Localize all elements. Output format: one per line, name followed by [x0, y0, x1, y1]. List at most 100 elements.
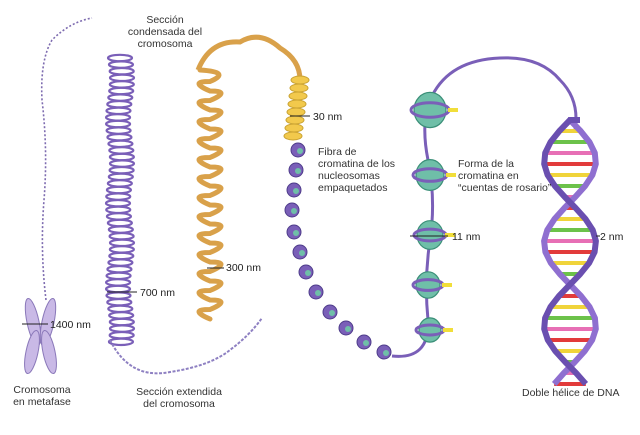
- condensed-loop: [105, 291, 132, 300]
- chromatin-fiber: [283, 75, 392, 360]
- condensed-loop: [105, 271, 132, 281]
- label-double-helix: Doble hélice de DNA: [522, 387, 620, 399]
- measure-11nm: 11 nm: [452, 231, 481, 243]
- fiber-yellow-segment: [287, 99, 307, 109]
- measure-300nm: 300 nm: [226, 262, 262, 274]
- connecting-strand: [109, 317, 263, 375]
- label-chromatin-fiber: Fibra de cromatina de los nucleosomas em…: [318, 146, 396, 194]
- fiber-core: [305, 270, 311, 276]
- condensed-loop: [108, 330, 135, 340]
- nucleosome-bead: [413, 91, 447, 129]
- condensed-loop: [108, 251, 135, 261]
- fiber-core: [293, 230, 299, 236]
- helix-strand-a: [541, 117, 599, 386]
- condensed-loop: [107, 258, 134, 267]
- condensed-loop: [108, 159, 136, 168]
- condensed-loop: [104, 278, 132, 287]
- dna-double-helix: [541, 117, 600, 386]
- nucleosome-bead: [415, 159, 445, 192]
- fiber-yellow-segment: [284, 123, 304, 133]
- condensed-loop: [108, 152, 135, 162]
- condensed-loop: [104, 284, 132, 294]
- condensed-loop: [104, 119, 132, 129]
- condensed-loop: [106, 53, 134, 63]
- condensed-loop: [108, 231, 135, 241]
- condensed-loop: [108, 80, 135, 89]
- condensed-loop: [106, 297, 133, 307]
- fiber-yellow-segment: [290, 75, 310, 85]
- condensed-loop: [108, 146, 135, 155]
- fiber-core: [291, 208, 297, 214]
- condensed-loop: [105, 185, 133, 195]
- condensed-loop: [106, 132, 133, 142]
- chromatid-right-bottom: [41, 329, 57, 375]
- condensed-loop: [108, 245, 135, 254]
- histone-tail: [448, 108, 458, 112]
- condensed-loop: [104, 198, 132, 208]
- condensed-loop: [106, 218, 133, 228]
- label-extended-section: Sección extendida del cromosoma: [136, 386, 222, 410]
- condensed-loop: [105, 126, 132, 135]
- fiber-core: [363, 340, 369, 346]
- fiber-core: [297, 148, 303, 154]
- fiber-core: [329, 310, 335, 316]
- condensed-loop: [106, 179, 133, 188]
- condensed-loop: [104, 113, 132, 122]
- condensed-loop: [105, 106, 132, 116]
- condensed-loop: [106, 264, 133, 274]
- condensed-loop: [108, 66, 135, 76]
- condensed-loop: [106, 99, 133, 109]
- fiber-core: [383, 350, 389, 356]
- condensed-loop: [105, 212, 133, 221]
- condensed-loop: [108, 165, 135, 175]
- fiber-yellow-segment: [289, 83, 309, 93]
- label-metaphase-chromosome: Cromosoma en metafase: [13, 384, 71, 408]
- extended-loop-path: [196, 67, 224, 322]
- fiber-core: [295, 168, 301, 174]
- condensed-loop: [107, 337, 135, 347]
- measure-30nm: 30 nm: [313, 111, 343, 123]
- nucleosome-bead: [416, 220, 444, 250]
- condensed-loop: [107, 304, 134, 314]
- condensed-loop: [105, 192, 132, 201]
- condensed-loop: [107, 172, 134, 182]
- condensed-loop: [108, 311, 135, 320]
- fiber-core: [345, 326, 351, 332]
- measure-1400nm: 1400 nm: [50, 319, 91, 331]
- fiber-yellow-segment: [288, 91, 308, 101]
- beads-on-string: [391, 56, 578, 358]
- histone-tail: [443, 328, 453, 332]
- histone-tail: [442, 283, 452, 287]
- measure-2nm: 2 nm: [600, 231, 624, 243]
- condensed-loop: [108, 73, 136, 83]
- fiber-yellow-segment: [286, 107, 306, 117]
- condensed-loop: [108, 238, 136, 248]
- condensed-loop: [107, 225, 134, 234]
- extended-section-coil: [195, 34, 303, 322]
- fiber-yellow-segment: [285, 115, 305, 125]
- histone-tail: [446, 173, 456, 177]
- fiber-core: [299, 250, 305, 256]
- histone-tail: [445, 233, 455, 237]
- fiber-core: [293, 188, 299, 194]
- condensed-section-coil: [104, 53, 263, 375]
- extended-top-loop: [195, 34, 303, 81]
- label-beads-on-string: Forma de la cromatina en “cuentas de ros…: [458, 158, 552, 194]
- metaphase-strand: [40, 17, 93, 301]
- condensed-loop: [108, 324, 136, 333]
- helix-strand-b: [541, 117, 599, 386]
- chromatid-left-bottom: [24, 329, 40, 375]
- condensed-loop: [108, 317, 135, 327]
- nucleosome-bead: [415, 271, 441, 299]
- condensed-loop: [107, 60, 135, 69]
- measure-700nm: 700 nm: [140, 287, 176, 299]
- fiber-core: [315, 290, 321, 296]
- label-condensed-section: Sección condensada del cromosoma: [127, 14, 203, 50]
- fiber-yellow-segment: [283, 131, 303, 141]
- nucleosome-bead: [418, 317, 442, 343]
- condensed-loop: [107, 93, 134, 102]
- condensed-loop: [107, 139, 134, 149]
- condensed-loop: [108, 86, 135, 96]
